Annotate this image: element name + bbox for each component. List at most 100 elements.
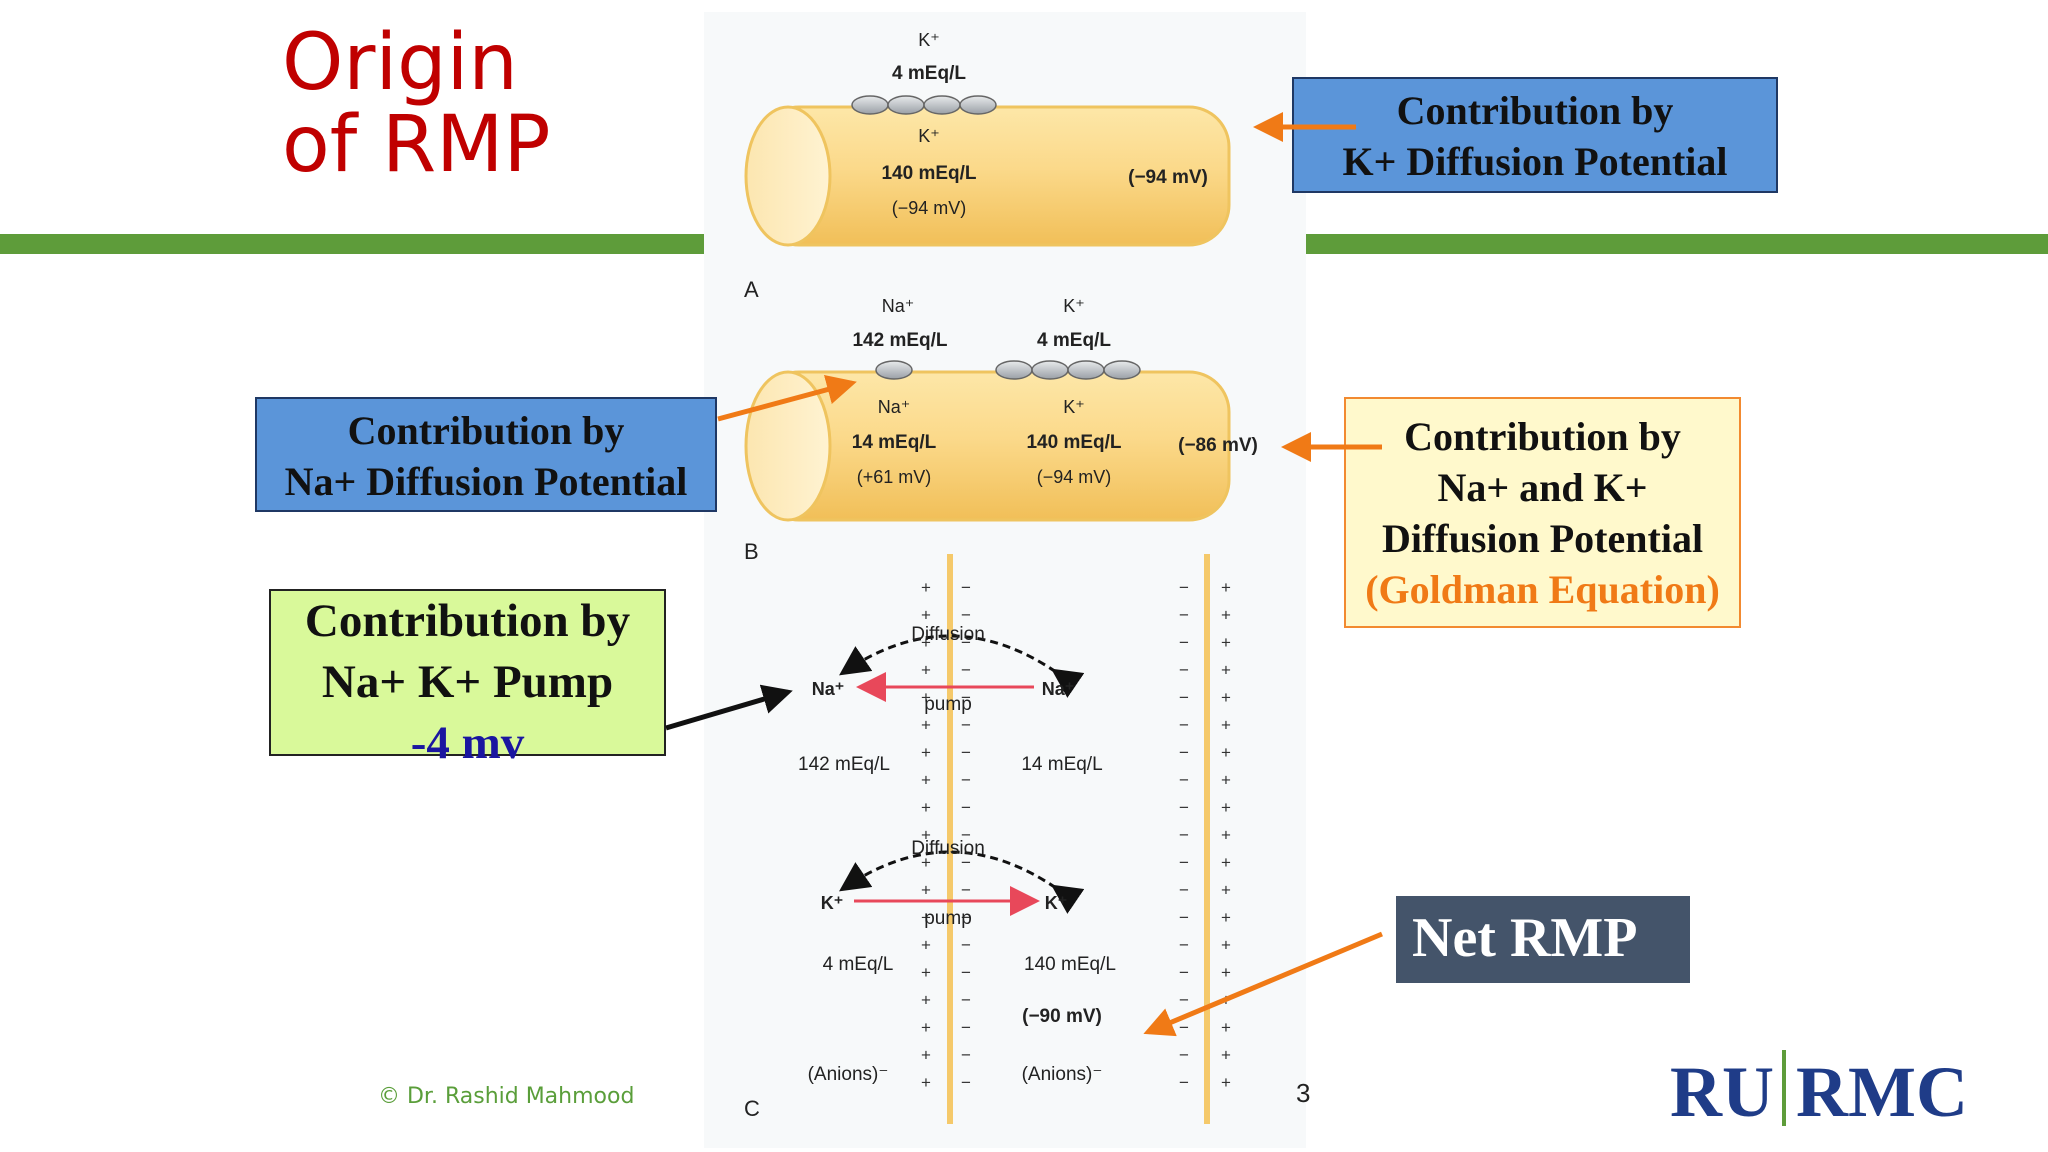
na-right-label: Na⁺ [1042, 679, 1075, 699]
callout-na-line1: Contribution by [347, 408, 625, 453]
panel-b-inside-k-conc: 140 mEq/L [1026, 432, 1121, 453]
pump-label-k: pump [924, 908, 972, 929]
k-channel [1031, 360, 1069, 380]
k-channel [995, 360, 1033, 380]
panel-c-letter: C [744, 1096, 760, 1121]
charge-plus: + [921, 881, 931, 900]
k-in-conc: 140 mEq/L [1024, 954, 1116, 975]
pump-label-na: pump [924, 694, 972, 715]
charge-plus: + [1221, 661, 1231, 680]
callout-pump-line1: Contribution by [304, 595, 631, 647]
charge-minus: − [1179, 963, 1189, 982]
membrane-left [947, 554, 953, 1124]
panel-b-inside-k-potential: (−94 mV) [1037, 467, 1112, 487]
page-number: 3 [1296, 1078, 1311, 1108]
charge-minus: − [961, 1018, 971, 1037]
charge-plus: + [1221, 826, 1231, 845]
charge-plus: + [921, 771, 931, 790]
green-bar-left [0, 234, 704, 254]
panel-a-membrane-potential: (−94 mV) [1128, 167, 1208, 188]
charge-plus: + [921, 908, 931, 927]
panel-b-membrane-potential: (−86 mV) [1178, 435, 1258, 456]
callout-k-line2: K+ Diffusion Potential [1342, 139, 1728, 184]
charge-minus: − [961, 798, 971, 817]
charge-minus: − [1179, 798, 1189, 817]
charge-plus: + [921, 936, 931, 955]
charge-minus: − [1179, 1046, 1189, 1065]
callout-goldman-line4: (Goldman Equation) [1365, 567, 1720, 612]
panel-a-outside-conc: 4 mEq/L [892, 63, 966, 84]
charge-plus: + [921, 1018, 931, 1037]
panel-a-letter: A [744, 277, 759, 302]
anions-out: (Anions)⁻ [808, 1064, 889, 1085]
charge-plus: + [921, 661, 931, 680]
charge-plus: + [1221, 606, 1231, 625]
charge-minus: − [961, 963, 971, 982]
k-channels-b [995, 360, 1141, 380]
diffusion-label-na: Diffusion [911, 624, 985, 645]
callout-na-line2: Na+ Diffusion Potential [284, 459, 688, 504]
panel-a-inside-potential: (−94 mV) [892, 198, 967, 218]
panel-c-net-potential: (−90 mV) [1022, 1006, 1102, 1027]
footer-credit: © Dr. Rashid Mahmood [378, 1084, 635, 1109]
na-left-label: Na⁺ [812, 679, 845, 699]
panel-b-inside-na-potential: (+61 mV) [857, 467, 932, 487]
charge-minus: − [1179, 743, 1189, 762]
charge-minus: − [961, 633, 971, 652]
charge-minus: − [961, 661, 971, 680]
charge-minus: − [1179, 716, 1189, 735]
k-left-label: K⁺ [821, 893, 844, 913]
charge-plus: + [921, 606, 931, 625]
k-channel [887, 95, 925, 115]
panel-a-outside-ion: K⁺ [918, 30, 940, 50]
charge-minus: − [1179, 578, 1189, 597]
charge-plus: + [921, 991, 931, 1010]
charge-plus: + [1221, 963, 1231, 982]
charge-minus: − [961, 881, 971, 900]
charge-plus: + [1221, 798, 1231, 817]
charge-plus: + [1221, 881, 1231, 900]
na-diffusion-arrow [839, 634, 1085, 698]
na-in-conc: 14 mEq/L [1021, 754, 1102, 775]
k-channel [923, 95, 961, 115]
charge-plus: + [1221, 908, 1231, 927]
charge-minus: − [1179, 991, 1189, 1010]
callout-k-line1: Contribution by [1396, 88, 1674, 133]
logo-divider [1782, 1050, 1786, 1126]
charge-plus: + [921, 743, 931, 762]
charge-plus: + [921, 578, 931, 597]
charge-minus: − [961, 578, 971, 597]
charge-minus: − [1179, 853, 1189, 872]
panel-b-inside-na-ion: Na⁺ [878, 397, 911, 417]
charge-minus: − [961, 826, 971, 845]
charge-minus: − [1179, 1073, 1189, 1092]
panel-a-inside-conc: 140 mEq/L [881, 163, 976, 184]
k-channel [1067, 360, 1105, 380]
callout-pump-value: -4 mv [410, 717, 525, 769]
panel-b-outside-k-ion: K⁺ [1063, 296, 1085, 316]
rmp-diagram: K⁺ 4 mEq/L K⁺ 140 mEq/L (−94 mV) (−94 mV… [704, 12, 1306, 1148]
callout-goldman-line2: Na+ and K+ [1437, 465, 1648, 510]
charge-minus: − [961, 771, 971, 790]
na-out-conc: 142 mEq/L [798, 754, 890, 775]
charge-minus: − [961, 716, 971, 735]
charge-plus: + [1221, 991, 1231, 1010]
callout-net-rmp: Net RMP [1396, 896, 1690, 983]
charge-minus: − [1179, 826, 1189, 845]
callout-pump-line2: Na+ K+ Pump [321, 656, 614, 708]
callout-na-diffusion: Contribution by Na+ Diffusion Potential [255, 397, 717, 512]
charge-minus: − [961, 991, 971, 1010]
charge-minus: − [961, 936, 971, 955]
charge-plus: + [921, 798, 931, 817]
charge-minus: − [961, 606, 971, 625]
charge-minus: − [961, 1046, 971, 1065]
charge-plus: + [1221, 633, 1231, 652]
k-out-conc: 4 mEq/L [823, 954, 894, 975]
membrane-right [1204, 554, 1210, 1124]
charge-minus: − [961, 908, 971, 927]
charge-plus: + [1221, 1046, 1231, 1065]
k-channel [851, 95, 889, 115]
callout-goldman: Contribution by Na+ and K+ Diffusion Pot… [1344, 397, 1741, 628]
charge-plus: + [921, 1046, 931, 1065]
